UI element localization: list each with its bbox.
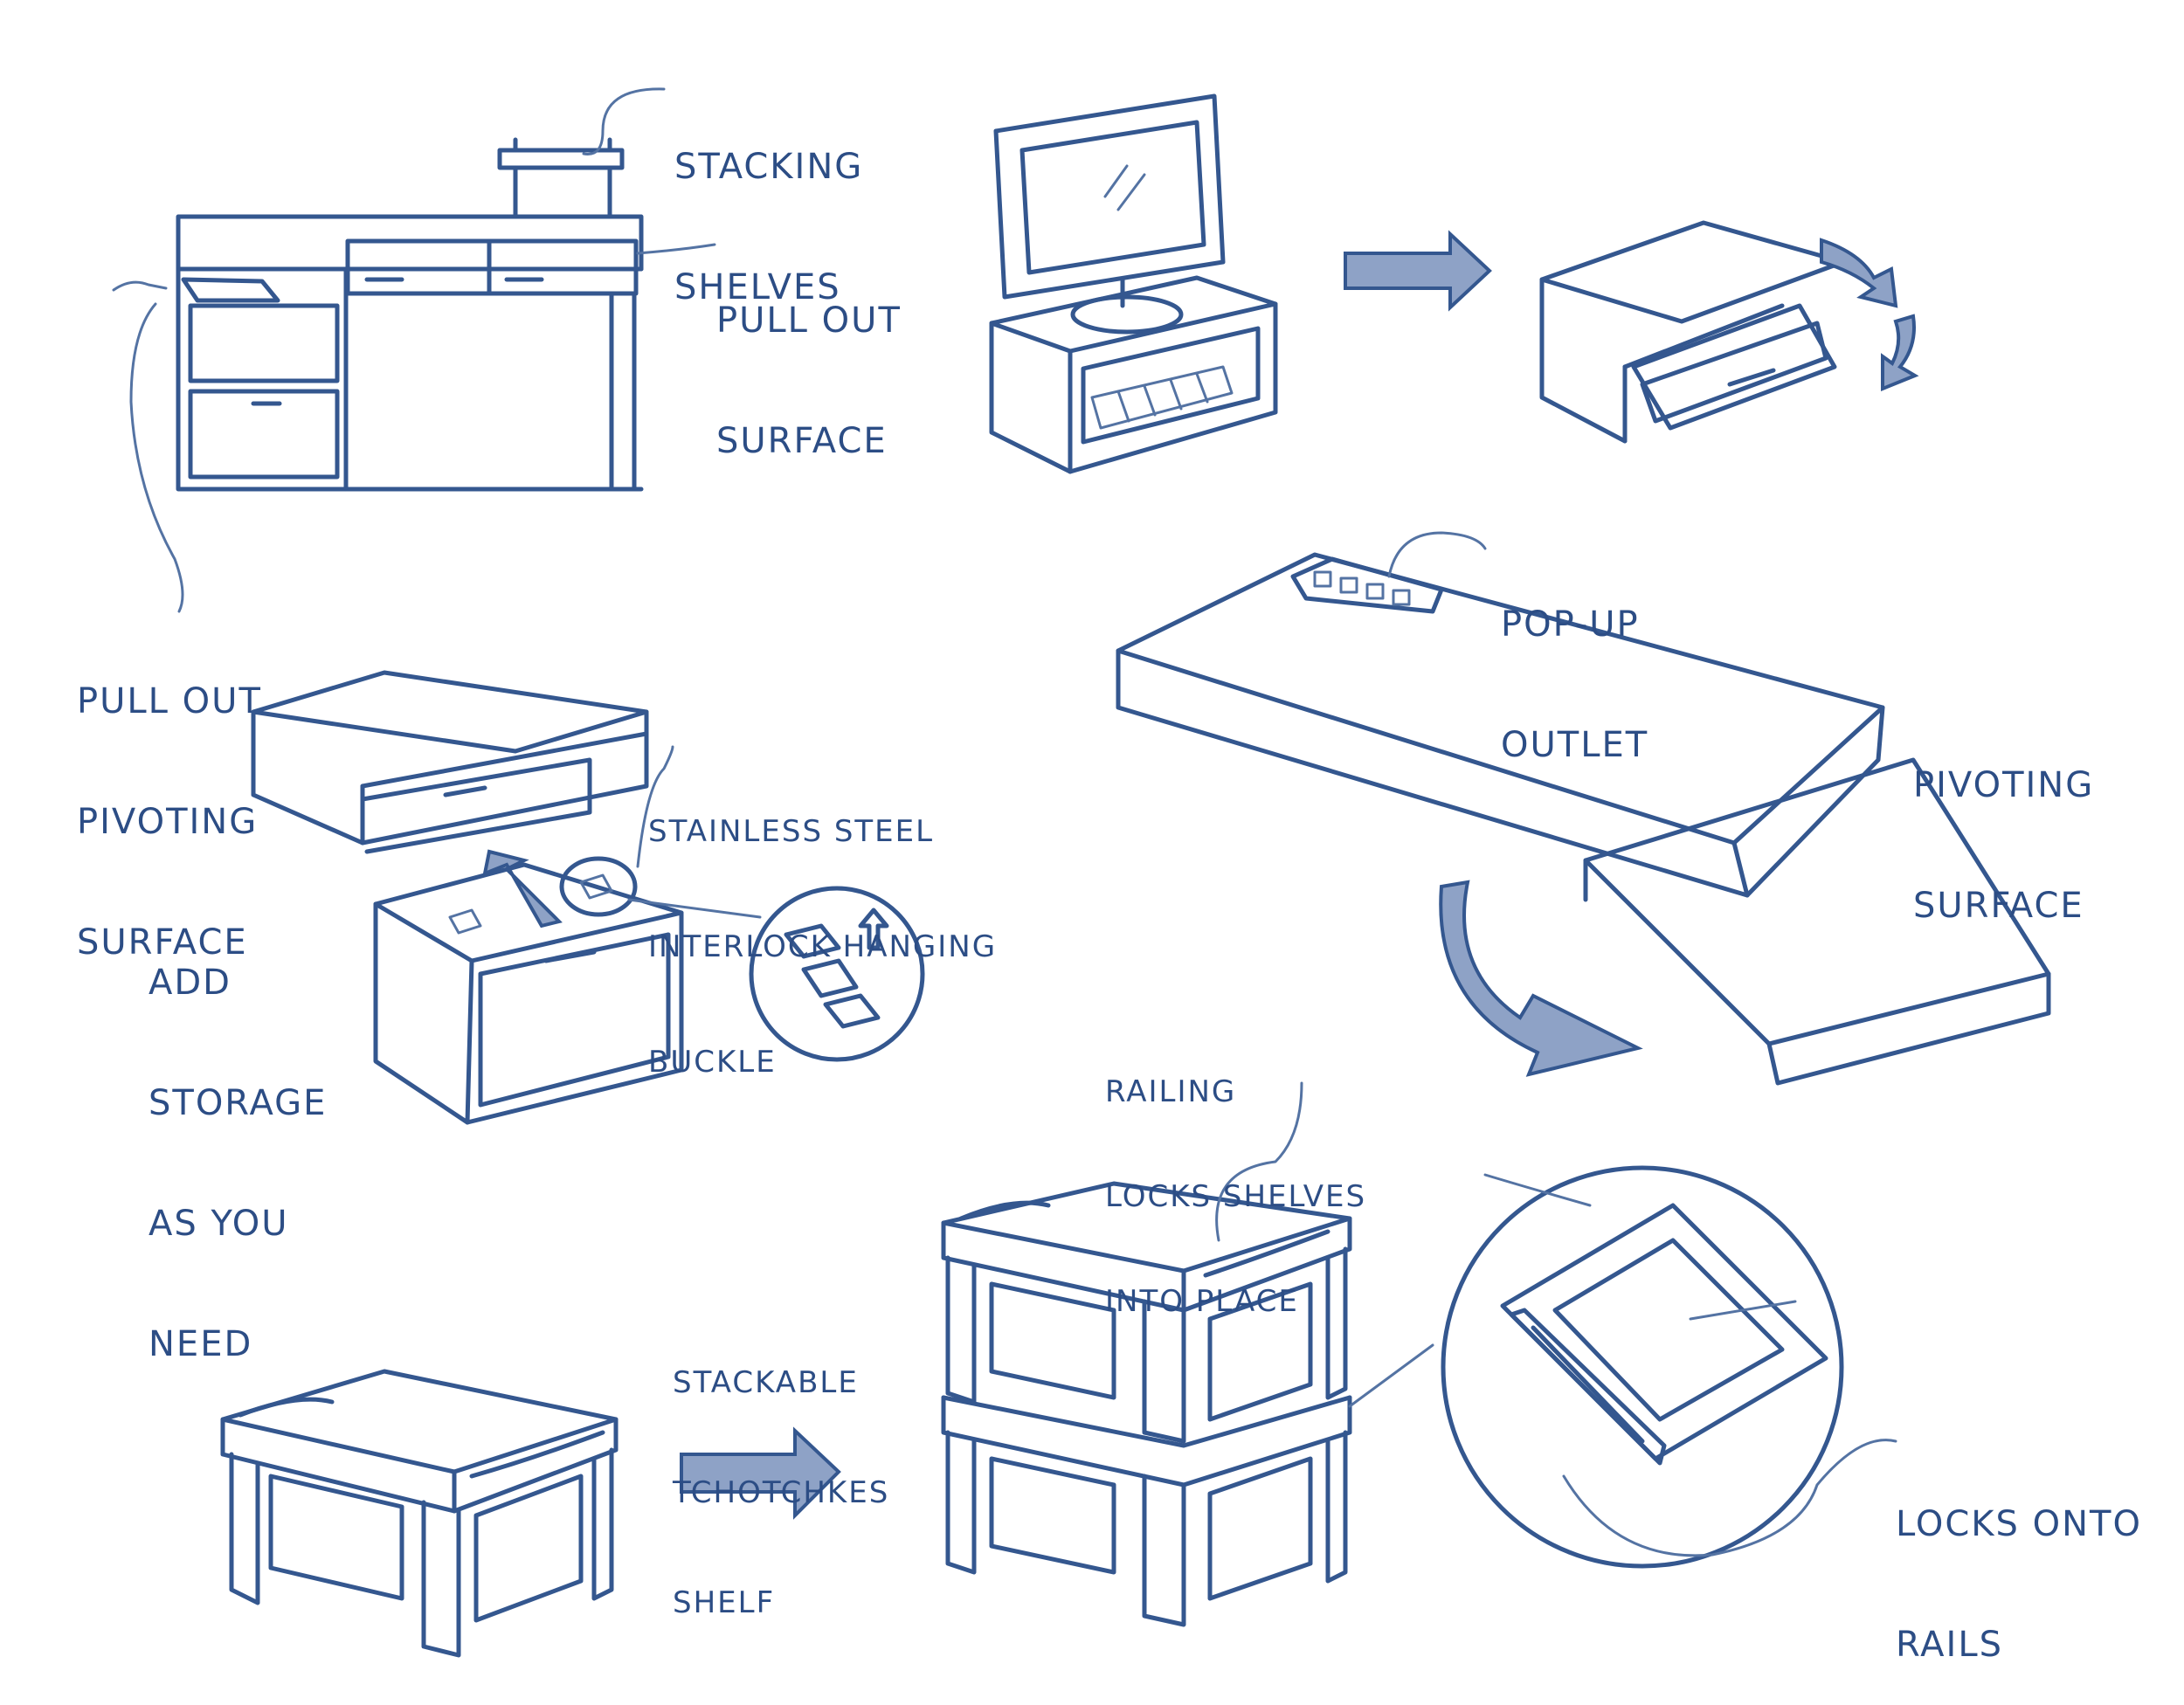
single-shelf-sketch: [220, 1369, 619, 1658]
label-line: RAILS: [1896, 1625, 2004, 1665]
label-line: LOCKS SHELVES: [1105, 1179, 1367, 1214]
label-line: STAINLESS STEEL: [648, 814, 935, 849]
label-line: STORAGE: [149, 1083, 328, 1123]
label-line: PIVOTING: [1913, 765, 2095, 805]
stacked-shelves-sketch: [941, 1081, 1434, 1627]
label-line: STACKABLE: [673, 1365, 859, 1400]
label-line: SHELVES: [674, 267, 841, 307]
locks-onto-rails-label: LOCKS ONTO RAILS: [1896, 1424, 2142, 1705]
rail-detail-sketch: [1441, 1165, 1897, 1569]
closed-console-sketch: [1539, 220, 1919, 444]
label-line: POP-UP: [1501, 604, 1640, 645]
label-line: PULL OUT: [77, 681, 262, 721]
label-line: SURFACE: [77, 922, 248, 963]
label-line: LOCKS ONTO: [1896, 1504, 2142, 1544]
label-line: SHELF: [673, 1585, 776, 1620]
stainless-steel-buckle-label: STAINLESS STEEL INTERLOCK HANGING BUCKLE: [648, 735, 997, 1120]
monitor-console-sketch: [989, 93, 1278, 474]
pull-out-pivoting-surface-label: PULL OUT PIVOTING SURFACE: [77, 601, 262, 1003]
label-line: ADD: [149, 963, 232, 1003]
label-line: INTO PLACE: [1105, 1284, 1299, 1319]
stackable-shelf-label: STACKABLE TCHOTCHKES SHELF: [673, 1291, 889, 1658]
label-line: SURFACE: [1913, 886, 2084, 926]
stack-arrow-right: [680, 1426, 841, 1520]
label-line: OUTLET: [1501, 725, 1649, 765]
label-line: STACKING: [674, 147, 864, 187]
label-line: TCHOTCHKES: [673, 1475, 890, 1510]
label-line: AS YOU: [149, 1204, 289, 1244]
label-line: BUCKLE: [648, 1045, 777, 1080]
pivoting-surface-label: PIVOTING SURFACE: [1913, 685, 2094, 966]
pivoting-desktop-sketch: [1116, 531, 2051, 1086]
pop-up-outlet-label: POP-UP OUTLET: [1501, 524, 1648, 805]
label-line: PIVOTING: [77, 802, 259, 842]
transform-arrow-right: [1344, 230, 1492, 312]
label-line: SURFACE: [716, 421, 888, 461]
storage-boxes-sketch: [251, 670, 925, 1125]
label-line: INTERLOCK HANGING: [648, 929, 998, 964]
label-line: RAILING: [1105, 1074, 1237, 1109]
add-storage-label: ADD STORAGE AS YOU NEED: [149, 882, 327, 1405]
pull-out-surface-label: PULL OUT SURFACE: [716, 220, 902, 501]
stacking-shelves-label: STACKING SHELVES: [674, 66, 863, 348]
label-line: PULL OUT: [716, 300, 902, 341]
railing-locks-label: RAILING LOCKS SHELVES INTO PLACE: [1105, 1004, 1366, 1354]
desk-sketch: [112, 87, 716, 613]
label-line: NEED: [149, 1324, 253, 1364]
